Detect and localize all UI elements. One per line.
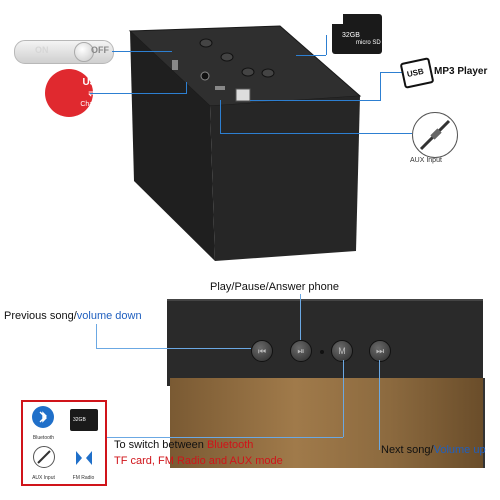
legend-aux: AUX Input [24,443,63,482]
speaker-front-panel [167,299,483,386]
previous-song-text: Previous song/ [4,310,77,322]
speaker-top-view [128,25,362,261]
legend-sd-capacity: 32GB [73,417,86,423]
micro-sd-card-icon: 32GB micro SD [331,14,382,54]
fm-radio-icon [74,449,94,467]
legend-aux-label: AUX Input [32,475,55,481]
usb-disk-icon: USB [399,57,435,89]
usb-charger-caption: Charger [80,101,106,108]
legend-bluetooth-label: Bluetooth [32,435,55,441]
play-pause-caption: Play/Pause/Answer phone [210,281,340,293]
switch-between-text: To switch between [114,439,207,451]
volume-up-text: Volume up [433,444,486,456]
mode-button: M [331,340,353,362]
sd-label: micro SD [356,40,381,46]
next-caption: Next song/Volume up [381,444,486,456]
speaker-retro-grille [170,378,485,468]
mp3-player-label: MP3 Player [434,66,488,77]
previous-caption: Previous song/volume down [4,310,142,322]
legend-fm: FM Radio [64,443,103,482]
usb-charger-badge: USB ⇌ Charger [45,69,106,117]
usb-disk-label: USB [406,66,425,79]
next-button: ⏭ [369,340,391,362]
top-buttons [199,38,275,78]
mode-legend: Bluetooth 32GB AUX Input FM Radio [21,400,107,486]
previous-button: ⏮ [251,340,273,362]
sd-card-icon: 32GB [70,409,98,431]
volume-down-text: volume down [76,310,142,322]
bluetooth-icon [32,406,54,428]
next-song-text: Next song/ [381,444,434,456]
usb-charger-title: USB [82,77,104,88]
switch-off-label: OFF [91,45,109,55]
legend-bluetooth: Bluetooth [24,403,63,442]
switch-mode-caption: To switch between Bluetooth [114,439,253,451]
play-pause-button: ⏯ [290,340,312,362]
mic-hole [320,350,324,354]
aux-cable-icon [412,112,458,158]
sd-capacity: 32GB [342,32,360,39]
switch-knob [74,42,94,62]
aux-input-label: AUX Input [410,157,442,164]
switch-on-label: ON [35,45,49,55]
modes-text: TF card, FM Radio and AUX mode [114,455,283,467]
bluetooth-text: Bluetooth [206,439,254,451]
legend-fm-label: FM Radio [72,475,95,481]
aux-icon [33,446,55,468]
legend-sd: 32GB [64,403,103,442]
power-switch[interactable]: ON OFF [14,40,114,64]
